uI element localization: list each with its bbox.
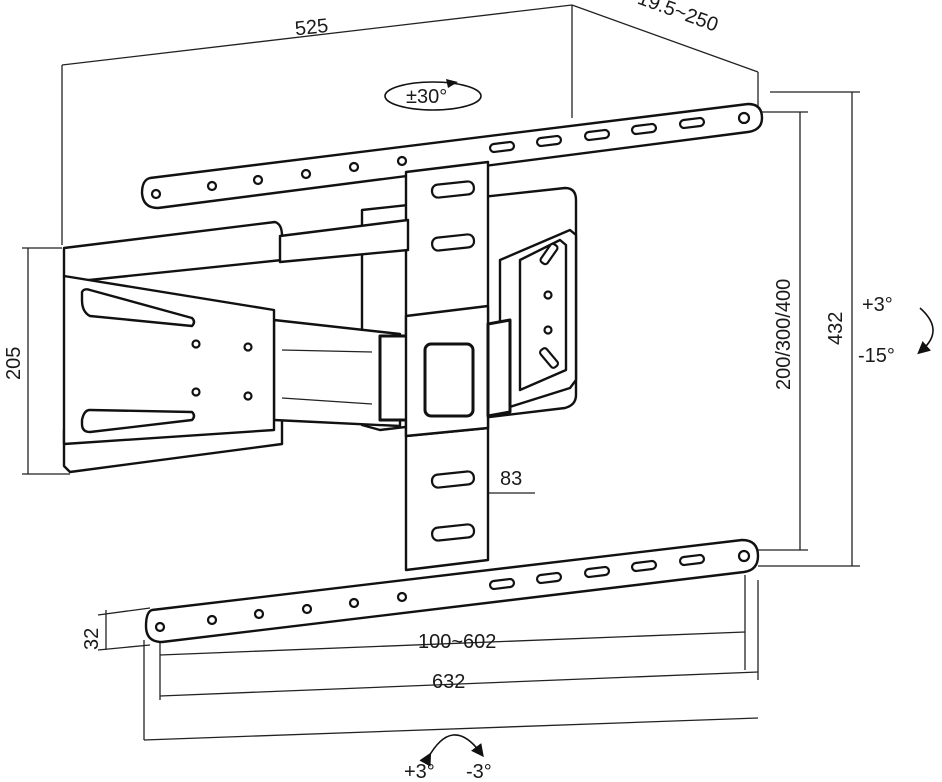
tv-plate xyxy=(62,274,276,446)
dimension-lines xyxy=(22,4,860,741)
arm-height-label: 205 xyxy=(3,347,25,380)
level-minus-label: -3° xyxy=(466,761,492,782)
vesa-horizontal-label: 100~602 xyxy=(418,631,496,653)
rail-height-label: 32 xyxy=(81,628,103,650)
level-arrow-icon xyxy=(419,734,484,767)
swivel-arrow-icon xyxy=(384,79,482,111)
front-arm xyxy=(62,218,410,474)
bottom-rail xyxy=(144,538,760,644)
overall-height-label: 432 xyxy=(825,312,847,345)
bottom-rail-holes xyxy=(154,549,751,633)
overall-depth-label: 525 xyxy=(294,15,329,40)
top-rail xyxy=(140,102,764,210)
center-plate-width-label: 83 xyxy=(500,468,522,490)
tilt-down-label: -15° xyxy=(858,345,895,367)
tilt-up-label: +3° xyxy=(862,294,893,316)
pivot-block xyxy=(378,304,512,438)
level-plus-label: +3° xyxy=(404,761,435,782)
top-rail-holes xyxy=(150,111,751,200)
vesa-vertical-label: 200/300/400 xyxy=(773,279,795,390)
extension-range-label: 19.5~250 xyxy=(635,0,721,37)
rail-width-label: 632 xyxy=(432,671,465,693)
rotation-labels: ±30° +3° -15° +3° -3° xyxy=(404,86,895,782)
swivel-label: ±30° xyxy=(406,86,447,108)
tilt-arrow-icon xyxy=(917,307,934,355)
